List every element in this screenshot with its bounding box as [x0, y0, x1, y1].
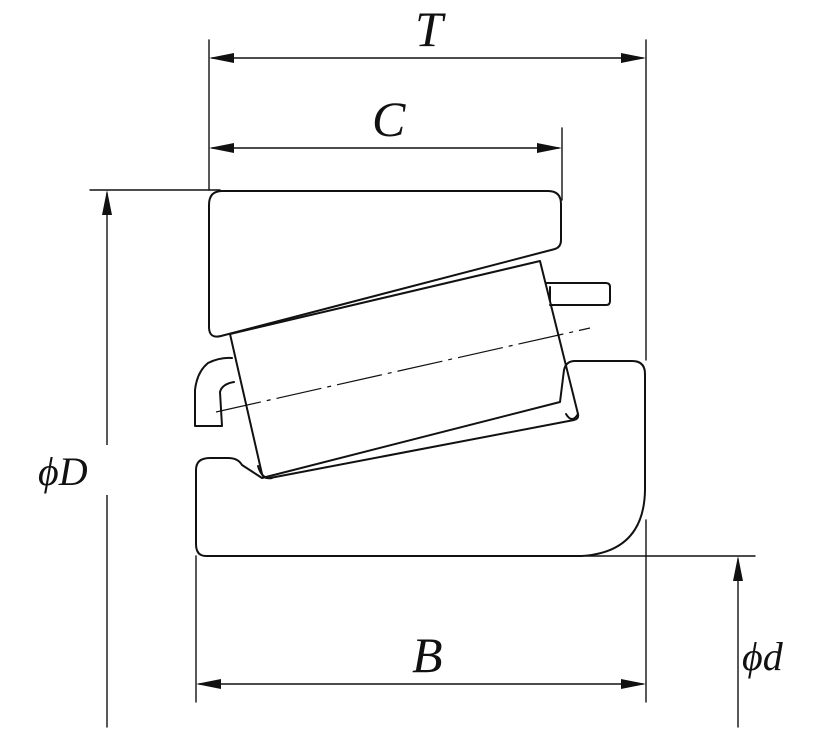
- arrow-head: [196, 679, 221, 689]
- arrow-head: [102, 190, 112, 215]
- dimension-C: C: [209, 91, 562, 153]
- arrow-head: [209, 143, 234, 153]
- arrow-head: [209, 53, 234, 63]
- dimension-D: ϕD: [38, 190, 112, 728]
- dimension-label-D: ϕD: [38, 449, 88, 494]
- inner-ring: [195, 360, 646, 557]
- arrow-head: [621, 679, 646, 689]
- arrow-head: [537, 143, 562, 153]
- dimension-B: B: [196, 627, 646, 689]
- cage-left-lip: [194, 356, 235, 427]
- arrow-head: [621, 53, 646, 63]
- dimension-T: T: [209, 1, 646, 63]
- extension-lines: [89, 39, 756, 703]
- outer-ring: [208, 190, 562, 338]
- dimension-label-B: B: [412, 627, 443, 683]
- dimension-d: ϕd: [733, 556, 802, 728]
- arrow-head: [733, 556, 743, 581]
- dimension-label-C: C: [372, 91, 406, 147]
- roller-axis-centerline: [215, 327, 591, 413]
- roller-end-fillet-bottom: [257, 465, 273, 480]
- cage-right-lip: [545, 282, 611, 306]
- dimension-label-d: ϕd: [742, 634, 784, 679]
- dimension-label-T: T: [415, 1, 446, 57]
- roller-end-fillet-right: [565, 413, 579, 420]
